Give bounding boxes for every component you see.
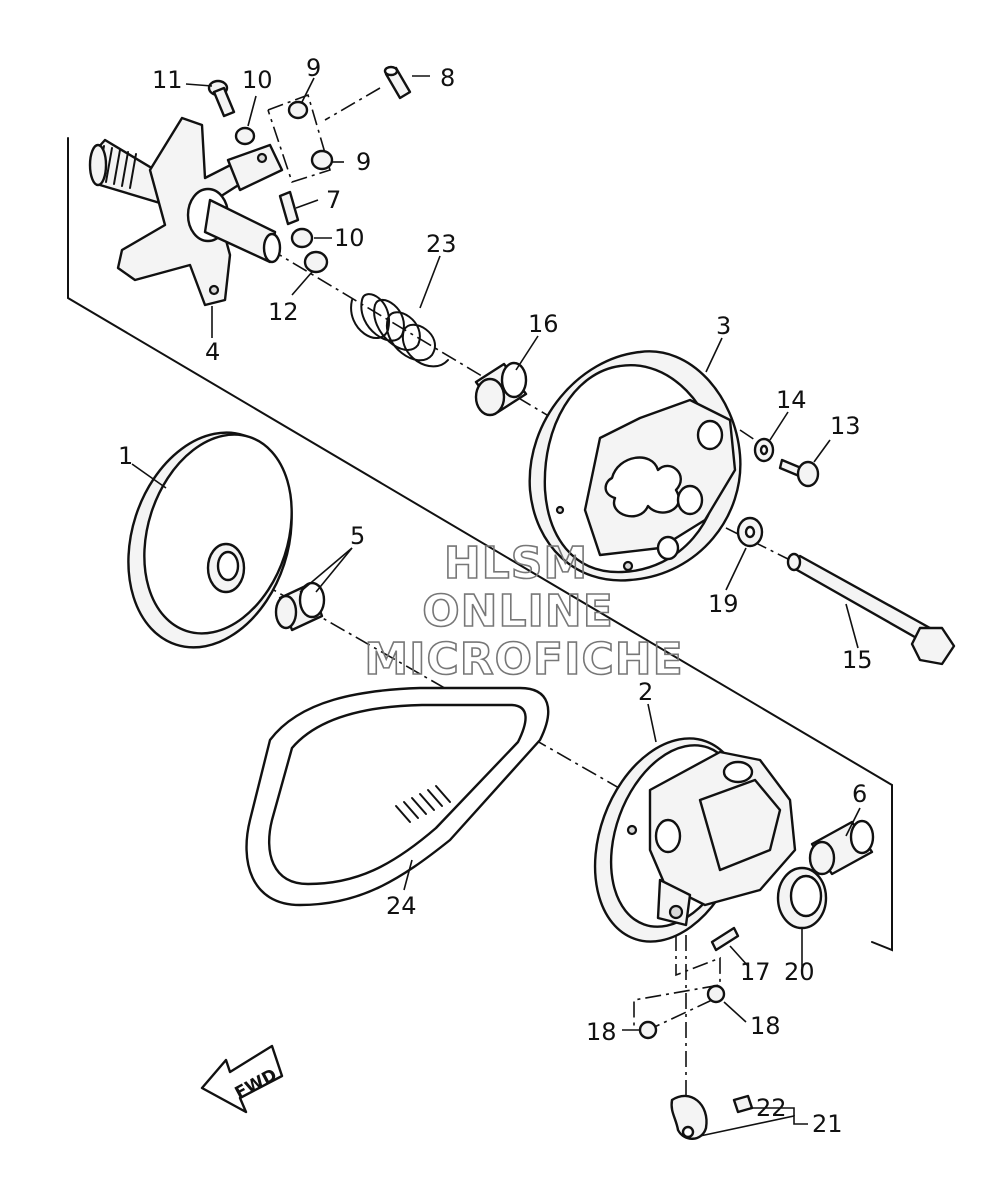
part-13-bolt: [778, 458, 820, 488]
part-11-bolt: [207, 79, 236, 118]
callout-18-left: 18: [586, 1018, 617, 1046]
part-4-spider-hub: [88, 116, 284, 307]
part-21-weight: [670, 1094, 708, 1140]
part-6-bushing: [808, 819, 875, 876]
part-2-movable-sheave: [593, 737, 797, 943]
part-15-long-bolt: [786, 552, 956, 666]
part-7-pin: [278, 190, 300, 226]
watermark-line-2: ONLINE: [422, 586, 614, 637]
part-14-washer: [753, 437, 775, 463]
part-19-washer: [736, 516, 764, 548]
callout-23: 23: [426, 230, 457, 258]
callout-9-upper: 9: [306, 54, 321, 82]
part-17-pin: [710, 926, 740, 952]
part-20-seal: [776, 866, 828, 930]
part-22-pin: [732, 1094, 754, 1114]
callout-10-upper: 10: [242, 66, 273, 94]
callout-18-right: 18: [750, 1012, 781, 1040]
part-3-cover: [528, 350, 742, 582]
watermark: HLSM ONLINE MICROFICHE: [364, 537, 684, 686]
callout-12: 12: [268, 298, 299, 326]
part-1-sheave: [127, 431, 293, 649]
part-24-belt: [245, 686, 550, 907]
callout-11: 11: [152, 66, 183, 94]
callout-20: 20: [784, 958, 815, 986]
callout-5: 5: [350, 522, 365, 550]
small-collars: [234, 100, 334, 274]
part-18-collars: [638, 984, 726, 1040]
part-8-pin: [383, 65, 412, 100]
callout-10-lower: 10: [334, 224, 365, 252]
watermark-line-1: HLSM: [444, 538, 588, 589]
callout-4: 4: [205, 338, 220, 366]
callout-17: 17: [740, 958, 771, 986]
leader-lines: [131, 75, 861, 1137]
callout-24: 24: [386, 892, 417, 920]
callout-1: 1: [118, 442, 133, 470]
watermark-line-3: MICROFICHE: [364, 634, 683, 685]
callout-9-lower: 9: [356, 148, 371, 176]
part-23-spring: [350, 293, 449, 368]
callout-labels: 11 10 9 8 9 7 10 12 4 23 16 3 14 13 1 5 …: [118, 54, 873, 1138]
callout-21: 21: [812, 1110, 843, 1138]
callout-13: 13: [830, 412, 861, 440]
part-16-bushing: [474, 361, 528, 417]
part-5-bushings: [274, 581, 326, 632]
callout-7: 7: [326, 186, 341, 214]
callout-15: 15: [842, 646, 873, 674]
callout-22: 22: [756, 1094, 787, 1122]
callout-14: 14: [776, 386, 807, 414]
callout-8: 8: [440, 64, 455, 92]
fwd-arrow-icon: FWD: [200, 1044, 284, 1114]
callout-19: 19: [708, 590, 739, 618]
callout-6: 6: [852, 780, 867, 808]
callout-2: 2: [638, 678, 653, 706]
callout-16: 16: [528, 310, 559, 338]
callout-3: 3: [716, 312, 731, 340]
